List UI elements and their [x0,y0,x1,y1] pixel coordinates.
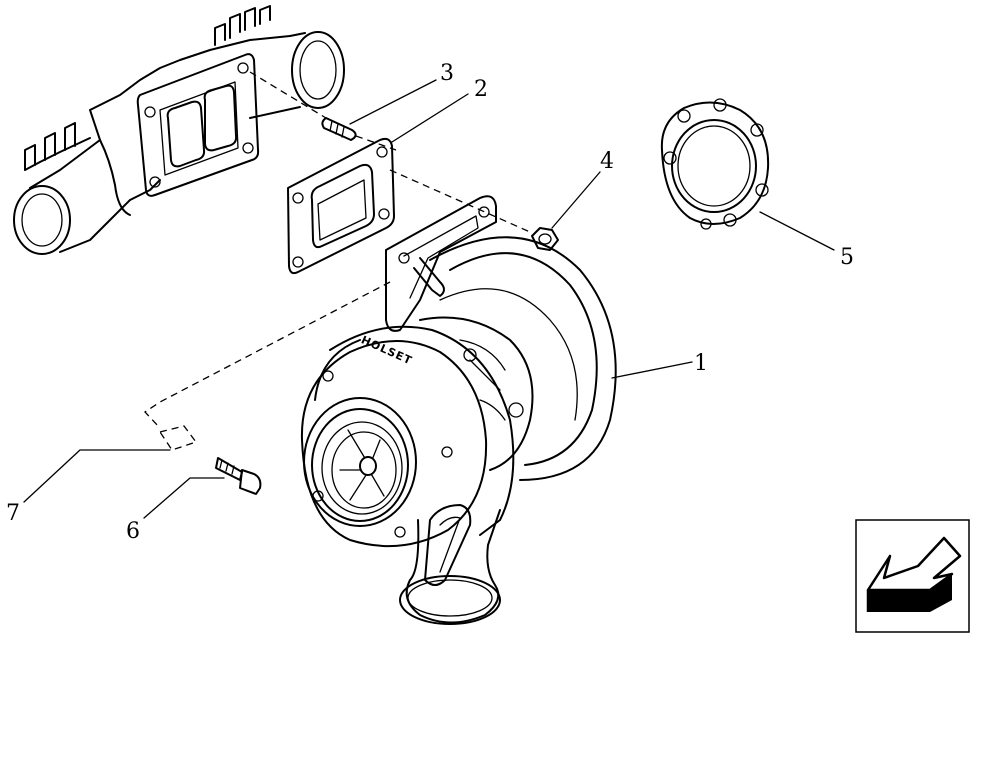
callout-2: 2 [474,77,488,102]
callout-4: 4 [600,149,614,174]
callout-1: 1 [694,351,708,376]
leader-lines [23,79,835,519]
assembly-lines [144,71,531,429]
turbo-gasket [287,137,395,275]
callout-6: 6 [126,519,140,544]
callout-7: 7 [6,501,20,526]
front-direction-arrow-icon [855,519,970,633]
stud [321,117,357,141]
callout-3: 3 [440,61,454,86]
outlet-gasket [660,98,770,230]
brand-label: HOLSET [359,333,414,367]
dowel-sleeve [158,425,198,451]
turbocharger: HOLSET [300,195,617,625]
bolt [215,457,262,495]
callouts: 1 2 3 4 5 6 7 [6,61,854,544]
nut [531,227,559,251]
exhaust-manifold [13,5,345,255]
callout-5: 5 [840,245,854,270]
